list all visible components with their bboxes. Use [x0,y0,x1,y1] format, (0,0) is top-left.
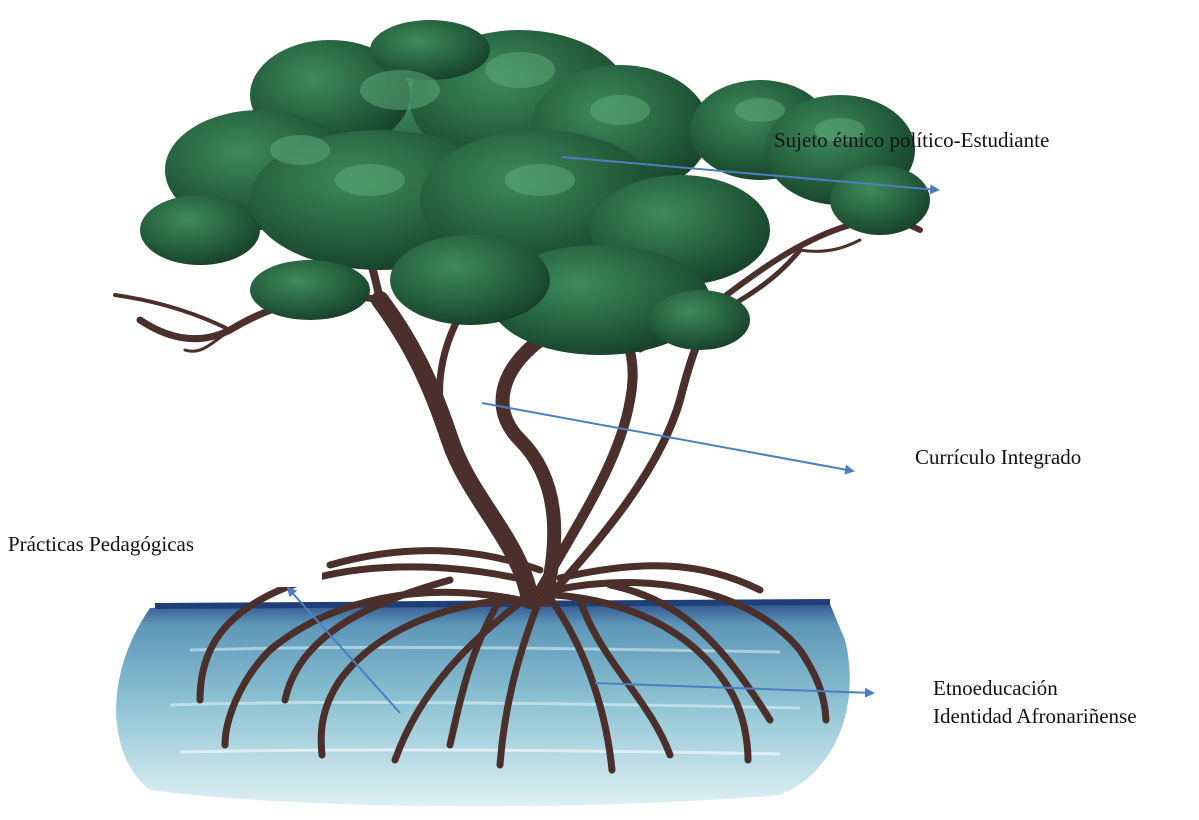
label-etnoeducacion: Etnoeducación Identidad Afronariñense [933,674,1137,730]
label-identidad-afronarinense: Identidad Afronariñense [933,702,1137,730]
label-curriculo-integrado: Currículo Integrado [915,443,1081,471]
label-etnoeducacion-line1: Etnoeducación [933,674,1137,702]
label-practicas-pedagogicas: Prácticas Pedagógicas [8,530,194,558]
label-sujeto-etnico: Sujeto étnico político-Estudiante [774,126,1049,154]
